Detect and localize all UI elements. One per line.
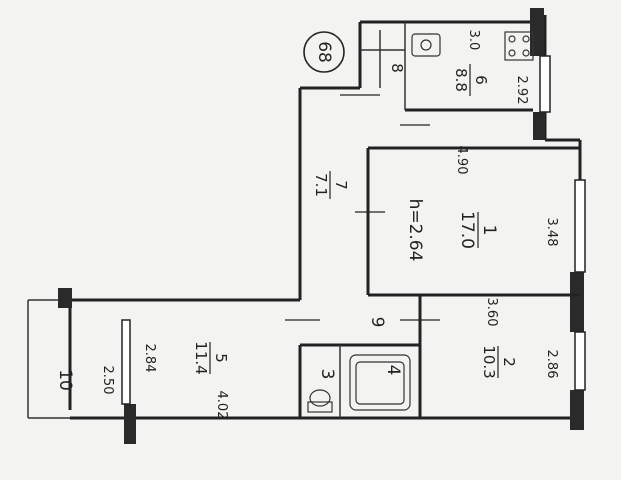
room-7-number: 7 <box>332 180 350 190</box>
room-6-number: 6 <box>472 75 490 85</box>
room-6-area: 8.8 <box>452 68 470 92</box>
wc-label: 3 <box>317 369 337 380</box>
bath-label: 4 <box>383 365 403 376</box>
room-labels: 6 8.8 1 17.0 h=2.64 7 7.1 2 10.3 5 11.4 <box>55 30 518 391</box>
dim-250: 2.50 <box>100 366 115 395</box>
dim-490: 4.90 <box>454 146 469 175</box>
dim-360: 3.60 <box>484 298 499 327</box>
dim-284: 2.84 <box>142 344 157 373</box>
badge-number: 68 <box>314 41 334 63</box>
dim-286: 2.86 <box>544 350 559 379</box>
dimension-labels: 2.92 4.90 3.48 3.60 2.86 4.02 2.84 2.50 <box>100 76 559 420</box>
bathtub <box>349 354 411 411</box>
room-5-area: 11.4 <box>192 341 210 374</box>
room-1-area: 17.0 <box>457 211 477 249</box>
room-1-number: 1 <box>479 225 499 236</box>
room-7-area: 7.1 <box>312 173 330 197</box>
stove <box>504 31 534 61</box>
ceiling-height: h=2.64 <box>405 199 425 262</box>
dim-292: 2.92 <box>514 76 529 105</box>
room-5-number: 5 <box>212 353 230 363</box>
sink <box>411 33 441 57</box>
room-2-area: 10.3 <box>480 345 498 378</box>
door-markers <box>285 94 440 321</box>
interior-walls <box>298 22 580 418</box>
dim-402: 4.02 <box>214 391 229 420</box>
toilet <box>307 389 333 413</box>
corridor-label: 9 <box>367 317 387 328</box>
wall-blocks <box>58 8 584 444</box>
dim-348: 3.48 <box>544 218 559 247</box>
balcony-label: 10 <box>55 369 75 391</box>
room-2-number: 2 <box>500 357 518 367</box>
building-badge: 68 <box>303 31 345 73</box>
kitchen-top-dim: 3.0 <box>466 30 481 51</box>
windows <box>121 55 586 405</box>
storage-label: 8 <box>388 63 406 73</box>
